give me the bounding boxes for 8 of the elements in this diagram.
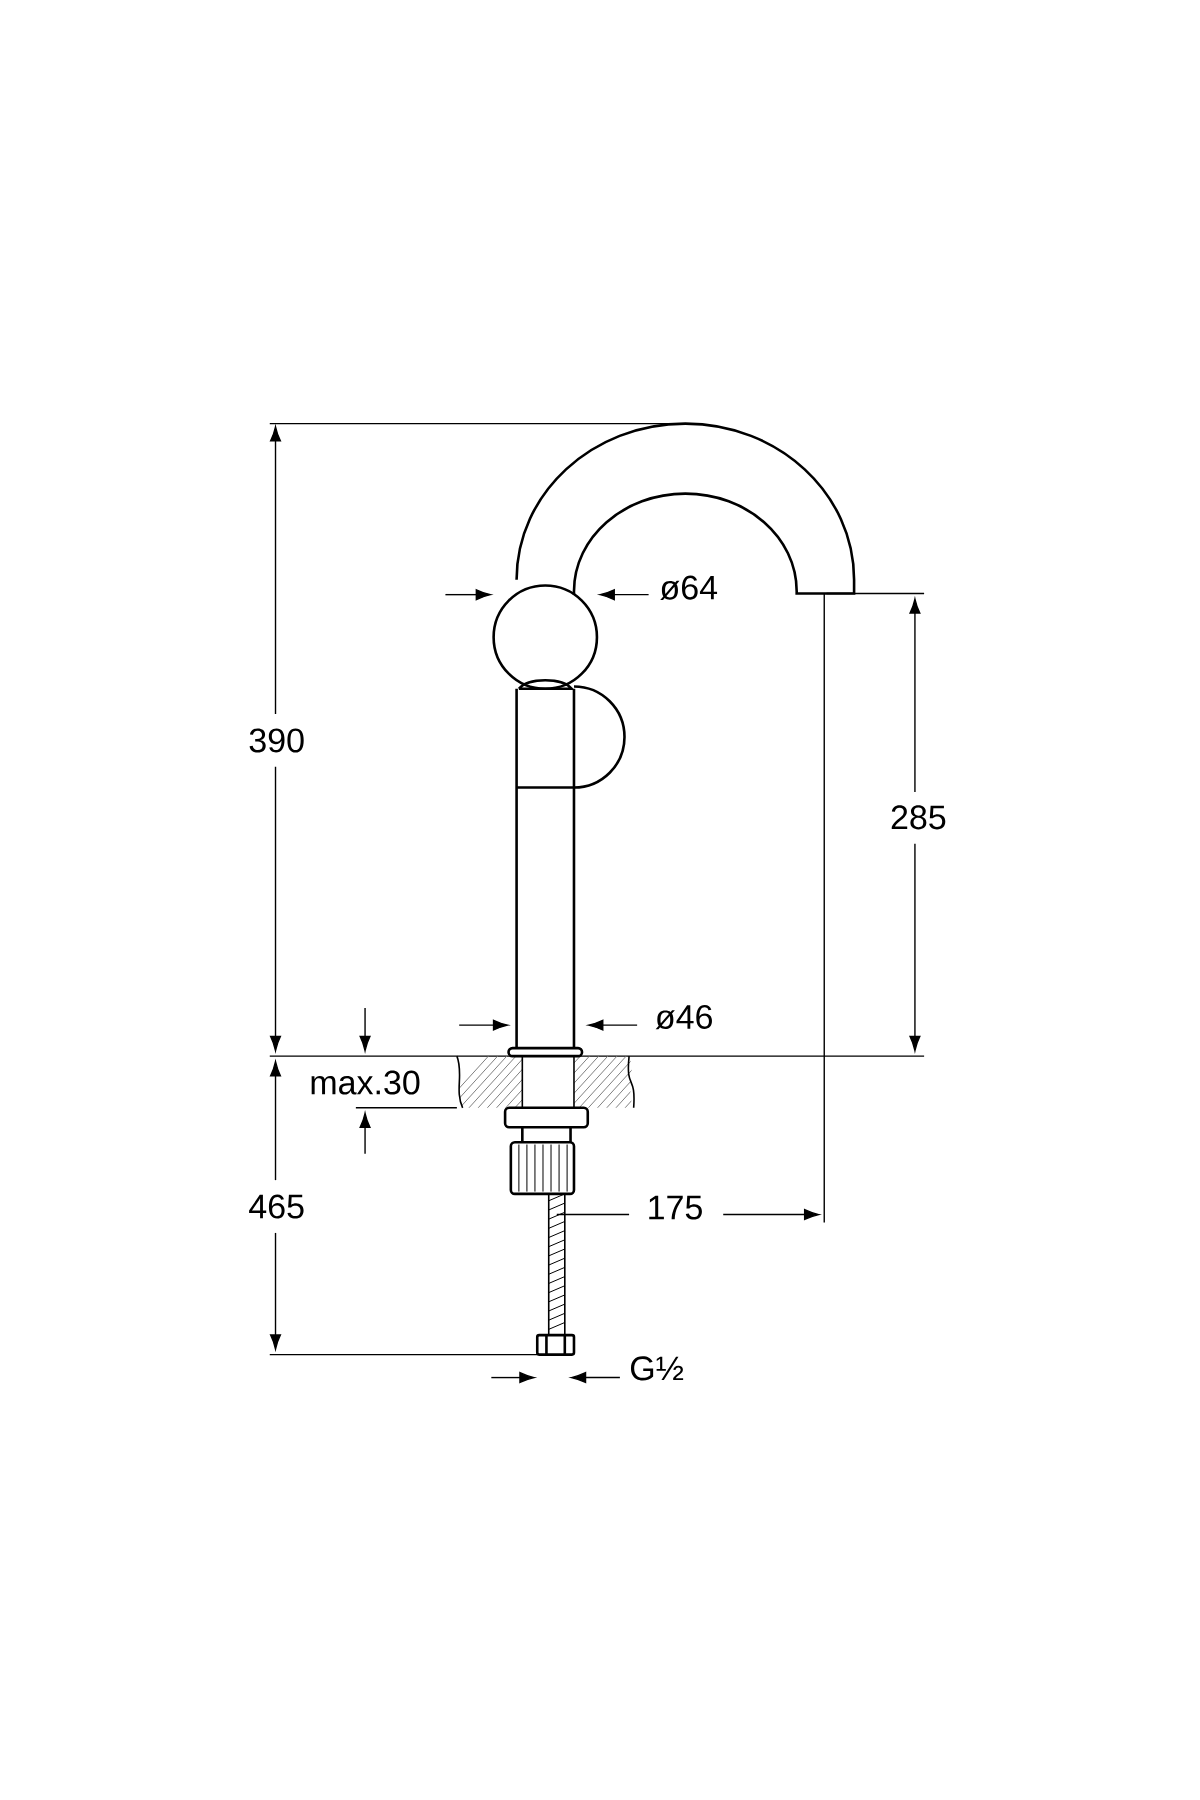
dimension-label: max.30 [311,1070,420,1095]
dimension-label: 175 [649,1195,703,1220]
dimension-label: 285 [891,805,946,830]
dimension-label: ø46 [655,1004,713,1030]
dimension-label: 390 [249,728,304,753]
dimension-label: G½ [631,1356,684,1381]
dimension-label: 465 [249,1194,304,1219]
dimension-label: ø64 [660,575,718,600]
